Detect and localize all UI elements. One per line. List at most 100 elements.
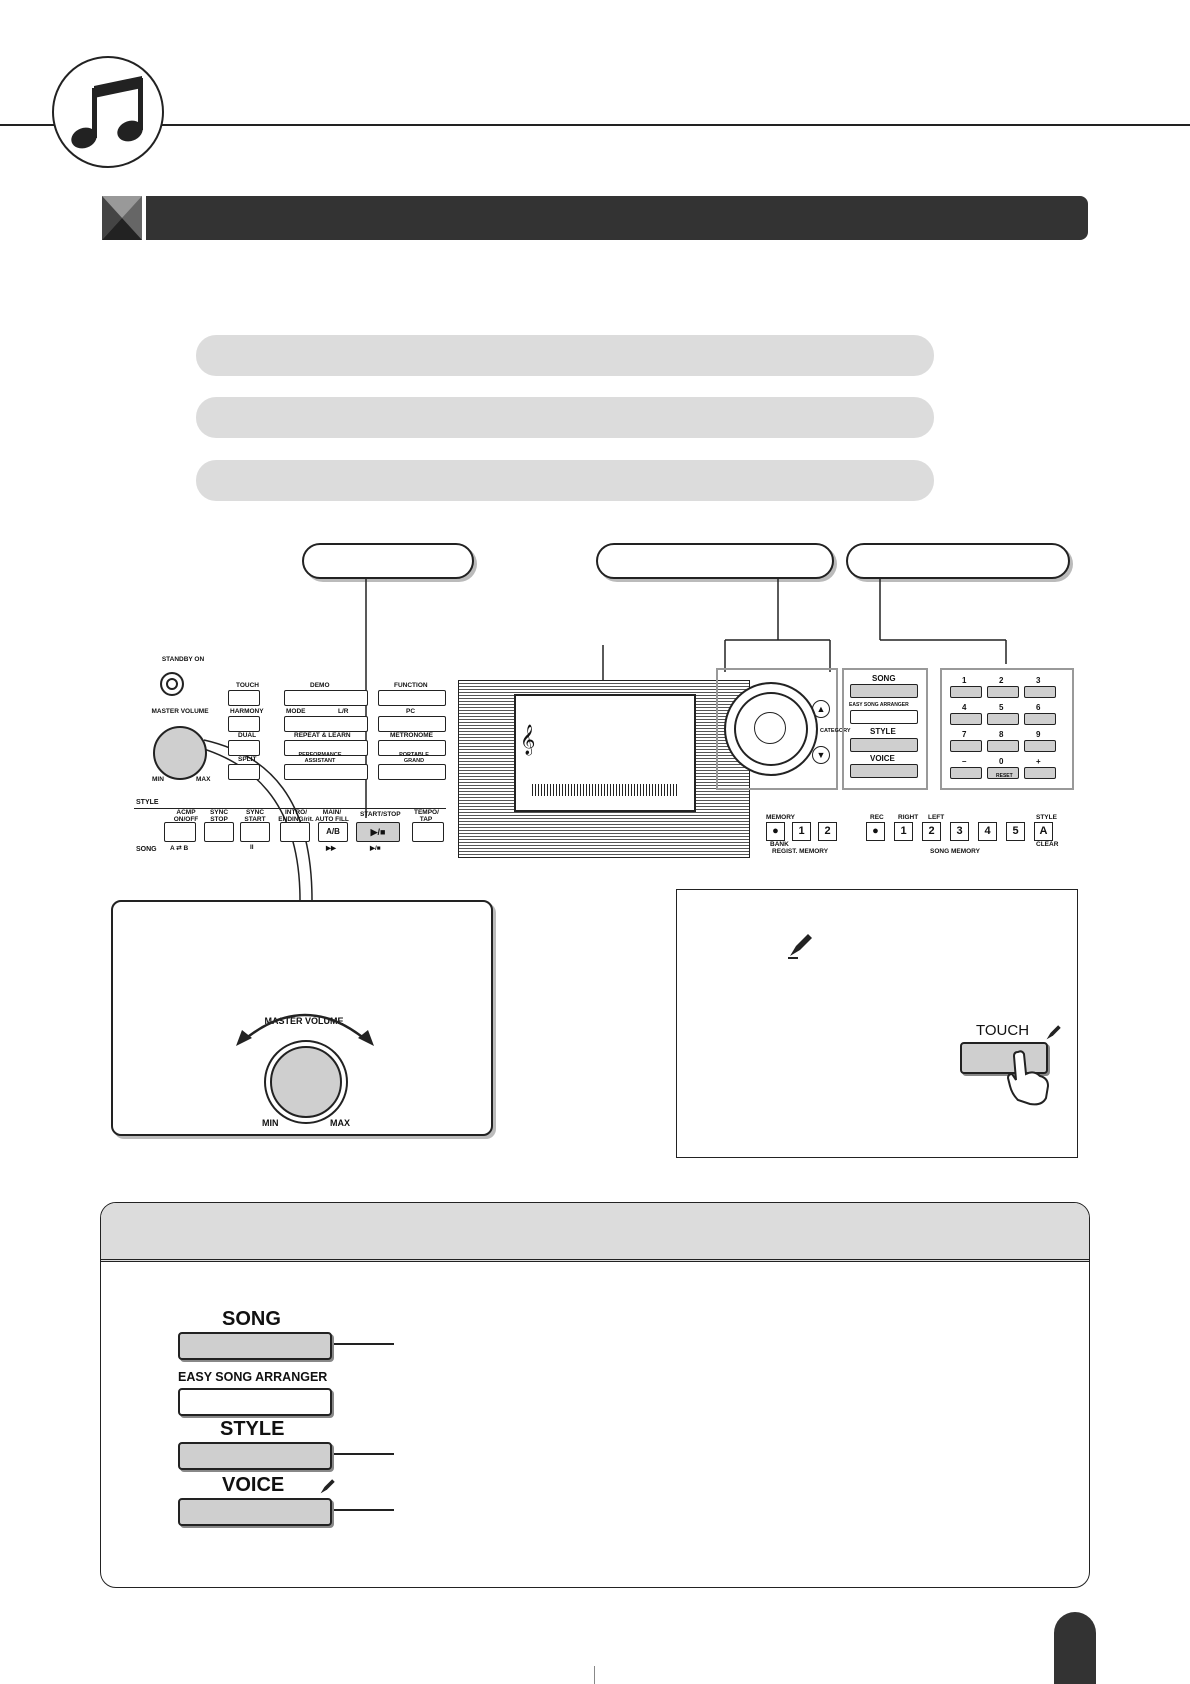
category-label: CATEGORY — [820, 728, 851, 734]
start-stop-label: START/STOP — [360, 811, 401, 818]
callout-dial — [596, 543, 834, 579]
sync-stop-button[interactable] — [204, 822, 234, 842]
numpad-button-7[interactable] — [987, 740, 1019, 752]
song-memory-button-2[interactable]: 2 — [922, 822, 941, 841]
play-stop-symbol: ▶/■ — [370, 845, 381, 852]
sync-stop-label: SYNC STOP — [209, 809, 229, 823]
esa-mode-label: EASY SONG ARRANGER — [178, 1370, 328, 1384]
intro-ending-button[interactable] — [280, 822, 310, 842]
panel-song-label: SONG — [872, 674, 896, 683]
song-memory-button-5[interactable]: 5 — [1006, 822, 1025, 841]
numpad-label-4: 5 — [999, 703, 1004, 712]
mode-frame — [842, 668, 928, 790]
numpad-label-2: 3 — [1036, 676, 1041, 685]
panel-voice-button[interactable] — [850, 764, 918, 778]
panel-style-button[interactable] — [850, 738, 918, 752]
touch-button[interactable] — [228, 690, 260, 706]
panel-esa-button[interactable] — [850, 710, 918, 724]
numpad-button-4[interactable] — [987, 713, 1019, 725]
step-row-3 — [196, 460, 934, 501]
acmp-button[interactable] — [164, 822, 196, 842]
sync-start-button[interactable] — [240, 822, 270, 842]
volume-min-label: MIN — [152, 776, 164, 783]
ab-button[interactable]: A/B — [318, 822, 348, 842]
pc-label: PC — [406, 708, 416, 715]
song-memory-button-1[interactable]: 1 — [894, 822, 913, 841]
page-number-tab — [1054, 1612, 1096, 1684]
harmony-button[interactable] — [228, 716, 260, 732]
lr-label: L/R — [338, 708, 349, 715]
style-leader-line — [334, 1453, 394, 1455]
numpad-button-3[interactable] — [950, 713, 982, 725]
volume-detail-label: MASTER VOLUME — [264, 1016, 344, 1026]
numpad-button-0[interactable] — [950, 686, 982, 698]
category-down-button[interactable]: ▼ — [812, 746, 830, 764]
numpad-frame — [940, 668, 1074, 790]
split-label: SPLIT — [238, 756, 257, 763]
master-volume-knob[interactable] — [153, 726, 207, 780]
bottom-panel-header — [101, 1203, 1089, 1262]
pc-button[interactable] — [378, 716, 446, 732]
rec-label: REC — [870, 814, 884, 821]
numpad-button-1[interactable] — [987, 686, 1019, 698]
tempo-tap-button[interactable] — [412, 822, 444, 842]
panel-style-label: STYLE — [870, 727, 896, 736]
touch-box-label: TOUCH — [976, 1022, 1030, 1039]
song-memory-button-4[interactable]: 4 — [978, 822, 997, 841]
voice-mode-label: VOICE — [222, 1474, 285, 1496]
numpad-label-7: 8 — [999, 730, 1004, 739]
numpad-button-9[interactable] — [950, 767, 982, 779]
regist-button-2[interactable]: 2 — [818, 822, 837, 841]
memory-label: MEMORY — [766, 814, 796, 821]
category-up-button[interactable]: ▲ — [812, 700, 830, 718]
regist-button-1[interactable]: 1 — [792, 822, 811, 841]
dial-frame — [716, 668, 838, 790]
numpad-button-2[interactable] — [1024, 686, 1056, 698]
dual-button[interactable] — [228, 740, 260, 756]
touch-box-button[interactable] — [960, 1042, 1048, 1074]
master-volume-label: MASTER VOLUME — [151, 708, 209, 715]
main-autofill-label: MAIN/ AUTO FILL — [315, 809, 349, 823]
esa-mode-button[interactable] — [178, 1388, 332, 1416]
pen-icon — [788, 934, 812, 959]
function-button[interactable] — [378, 690, 446, 706]
voice-leader-line — [334, 1509, 394, 1511]
panel-song-button[interactable] — [850, 684, 918, 698]
numpad-button-11[interactable] — [1024, 767, 1056, 779]
standby-button[interactable] — [160, 672, 184, 696]
metronome-button[interactable] — [378, 740, 446, 756]
pressing-finger-icon — [1006, 1050, 1050, 1106]
harmony-label: HARMONY — [230, 708, 264, 715]
song-mode-button[interactable] — [178, 1332, 332, 1360]
song-memory-button-3[interactable]: 3 — [950, 822, 969, 841]
split-button[interactable] — [228, 764, 260, 780]
numpad-button-5[interactable] — [1024, 713, 1056, 725]
style-mode-button[interactable] — [178, 1442, 332, 1470]
music-note-badge — [52, 56, 164, 168]
numpad-label-8: 9 — [1036, 730, 1041, 739]
repeat-learn-button[interactable] — [284, 740, 368, 756]
step-row-1 — [196, 335, 934, 376]
regist-button-0[interactable]: ● — [766, 822, 785, 841]
numpad-button-8[interactable] — [1024, 740, 1056, 752]
tempo-tap-label: TEMPO/ TAP — [414, 809, 439, 823]
mode-button[interactable] — [284, 716, 368, 732]
numpad-button-6[interactable] — [950, 740, 982, 752]
demo-button[interactable] — [284, 690, 368, 706]
numpad-label-11: + — [1036, 757, 1041, 766]
song-memory-button-6[interactable]: A — [1034, 822, 1053, 841]
panel-voice-label: VOICE — [870, 754, 895, 763]
ff-symbol: ▶▶ — [326, 845, 336, 852]
start-stop-button[interactable]: ▶/■ — [356, 822, 400, 842]
numpad-button-10[interactable] — [987, 767, 1019, 779]
ab-repeat-symbol: A ⇄ B — [170, 845, 189, 852]
portable-grand-button[interactable] — [378, 764, 446, 780]
song-memory-button-0[interactable]: ● — [866, 822, 885, 841]
numpad-label-9: – — [962, 757, 967, 766]
callout-song-numbers — [846, 543, 1070, 579]
performance-assistant-button[interactable] — [284, 764, 368, 780]
right-label: RIGHT — [898, 814, 919, 821]
song-mode-label: SONG — [222, 1308, 281, 1330]
portable-grand-label: PORTABLE GRAND — [399, 752, 429, 764]
voice-mode-button[interactable] — [178, 1498, 332, 1526]
